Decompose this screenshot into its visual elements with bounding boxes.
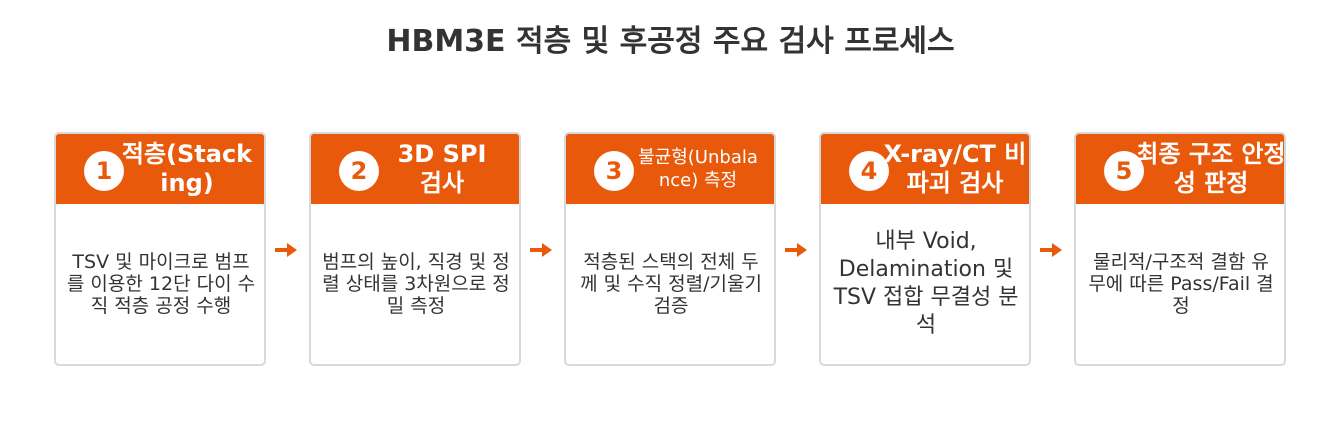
step-description: 범프의 높이, 직경 및 정렬 상태를 3차원으로 정밀 측정 <box>322 251 510 317</box>
step-title: 적층(Stacking) <box>121 140 253 197</box>
step-description: 적층된 스택의 전체 두께 및 수직 정렬/기울기 검증 <box>580 251 762 317</box>
step-number-badge: 2 <box>339 151 379 191</box>
process-step-2: 2 3D SPI 검사 범프의 높이, 직경 및 정렬 상태를 3차원으로 정밀… <box>309 132 521 366</box>
step-header: 1 적층(Stacking) <box>56 134 264 204</box>
step-number-badge: 3 <box>594 151 634 191</box>
arrow-right-icon <box>785 243 807 257</box>
step-title: 최종 구조 안정성 판정 <box>1136 140 1286 197</box>
arrow-right-icon <box>1040 243 1062 257</box>
process-step-5: 5 최종 구조 안정성 판정 물리적/구조적 결함 유무에 따른 Pass/Fa… <box>1074 132 1286 366</box>
step-header: 3 불균형(Unbalance) 측정 <box>566 134 774 204</box>
step-number-badge: 5 <box>1104 151 1144 191</box>
step-number-badge: 4 <box>849 151 889 191</box>
arrow-right-icon <box>275 243 297 257</box>
diagram-title: HBM3E 적층 및 후공정 주요 검사 프로세스 <box>386 24 955 59</box>
step-description: TSV 및 마이크로 범프를 이용한 12단 다이 수직 적층 공정 수행 <box>66 251 256 317</box>
step-header: 4 X-ray/CT 비파괴 검사 <box>821 134 1029 204</box>
step-number-badge: 1 <box>84 151 124 191</box>
step-title: X-ray/CT 비파괴 검사 <box>883 140 1027 197</box>
step-title: 3D SPI 검사 <box>397 140 487 197</box>
step-title: 불균형(Unbalance) 측정 <box>638 147 758 191</box>
step-header: 2 3D SPI 검사 <box>311 134 519 204</box>
process-step-4: 4 X-ray/CT 비파괴 검사 내부 Void, Delamination … <box>819 132 1031 366</box>
step-description: 물리적/구조적 결함 유무에 따른 Pass/Fail 결정 <box>1088 251 1274 317</box>
step-header: 5 최종 구조 안정성 판정 <box>1076 134 1284 204</box>
process-step-3: 3 불균형(Unbalance) 측정 적층된 스택의 전체 두께 및 수직 정… <box>564 132 776 366</box>
process-step-1: 1 적층(Stacking) TSV 및 마이크로 범프를 이용한 12단 다이… <box>54 132 266 366</box>
step-description: 내부 Void, Delamination 및 TSV 접합 무결성 분석 <box>833 229 1019 338</box>
arrow-right-icon <box>530 243 552 257</box>
